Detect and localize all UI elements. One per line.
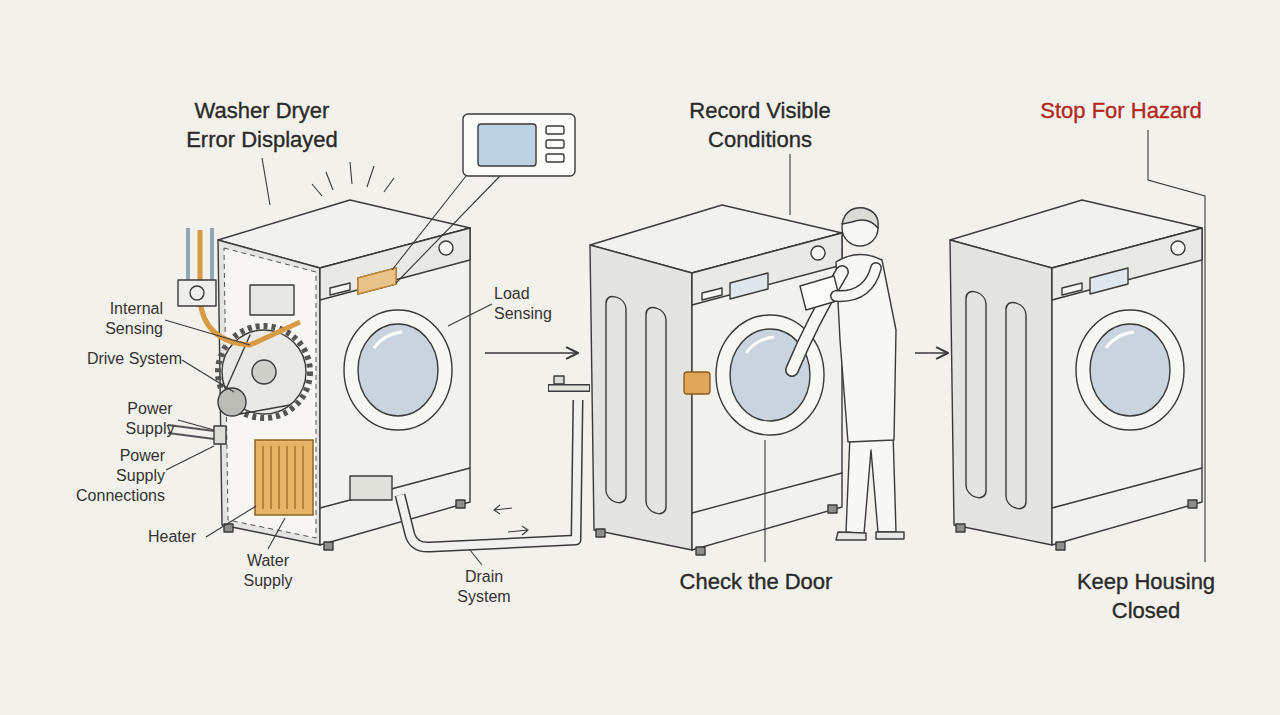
leader-line [1148,130,1205,562]
water-pipe [210,228,214,280]
faucet [549,386,589,391]
part-label: Drive System [70,349,182,369]
machine-node: Washer Dryer Error Displayed [212,195,485,550]
leader-line [262,158,270,205]
door-latch [684,372,710,394]
flow-arrow [494,505,512,514]
alert-sparkles [312,162,394,196]
zoom-button [546,126,564,134]
machine-two [590,205,842,555]
leader-line [206,506,256,537]
node-heading: Stop For Hazard [1003,96,1239,125]
machine-three [950,200,1202,550]
heater-fins [263,446,303,509]
sensor-box [250,285,294,315]
motor-pulley [218,388,246,416]
gear-hub [252,360,276,384]
part-label: Water Supply [238,551,298,591]
person-arm-outline [792,272,842,370]
zoom-screen [478,124,536,166]
part-label: Heater [148,527,208,547]
node-heading: Washer Dryer Error Displayed [176,96,348,154]
flow-arrow [485,352,578,354]
drain-pump [350,476,392,500]
faucet-valve [554,376,564,384]
machine-one [218,200,470,550]
water-pipe [186,228,190,282]
person-torso [836,254,896,442]
person-arm [836,268,876,296]
zoom-line [396,176,500,283]
cable-plug [214,426,226,444]
leader-line [268,518,285,549]
heater-element [255,440,313,515]
zoom-callout [463,114,575,176]
leader-line [448,304,492,326]
part-label: Drain System [453,567,515,607]
zoom-button [546,140,564,148]
person-legs [846,432,896,534]
machine-node: Stop For HazardKeep Housing Closed [948,195,1204,545]
flow-arrow [508,526,528,535]
node-caption: Check the Door [646,567,866,596]
leader-line [165,320,250,345]
part-label: Power Supply [120,399,180,439]
drive-belt [226,335,290,414]
leader-line [178,420,214,430]
person-shoes [836,532,904,540]
zoom-button [546,154,564,162]
leader-line [182,360,234,392]
drain-hose [400,400,578,547]
part-label: Load Sensing [494,284,560,324]
error-display [358,268,396,294]
node-caption: Keep Housing Closed [1064,567,1229,625]
drain-hose-outline [400,400,578,547]
person-arm [792,272,842,370]
machine-node: Record Visible ConditionsCheck the Door [578,195,915,550]
power-outlet [178,280,216,306]
person-hair [842,208,878,228]
faucet-outline [548,384,590,392]
leader-line [166,446,214,470]
leader-line [764,440,765,562]
node-heading: Record Visible Conditions [674,96,846,154]
flow-arrow [915,352,948,354]
leader-line [470,550,482,565]
part-label: Power Supply Connections [71,446,165,506]
outlet-socket [190,286,204,300]
leader-line [789,154,790,215]
person-arm-outline [836,268,876,296]
part-label: Internal Sensing [83,299,163,339]
